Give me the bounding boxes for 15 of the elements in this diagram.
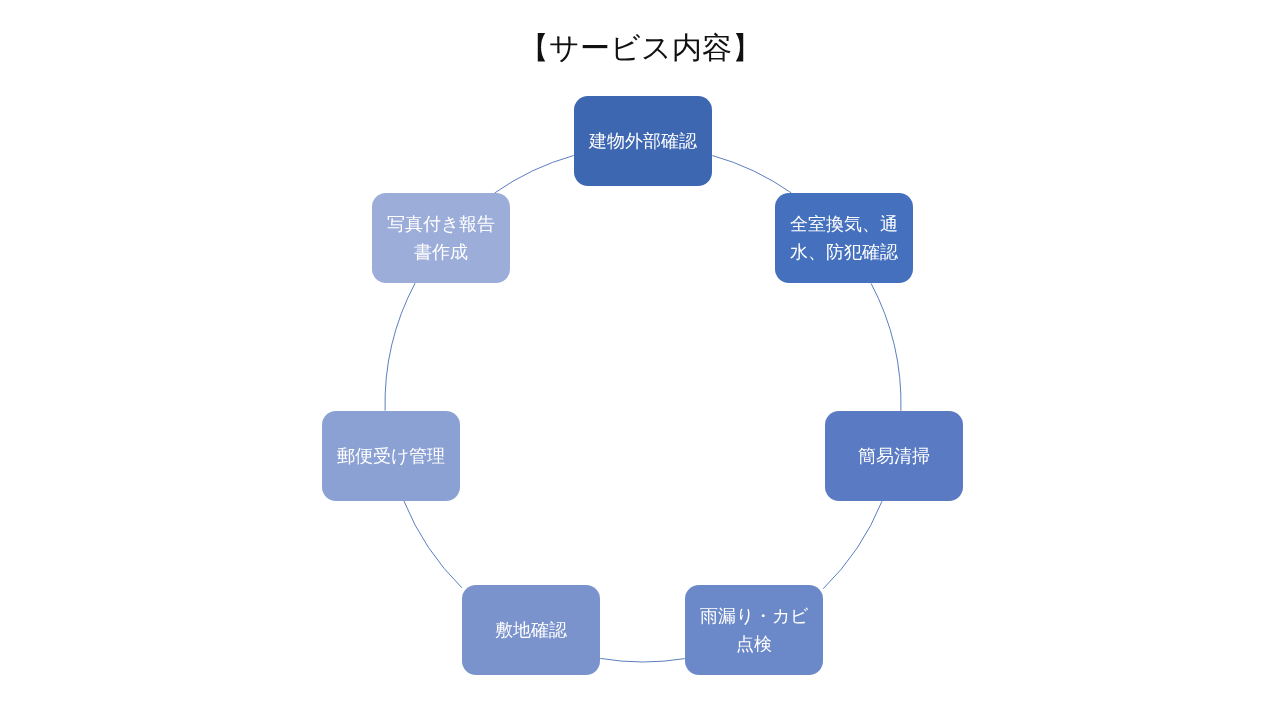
process-box: 郵便受け管理	[322, 411, 460, 501]
process-box: 簡易清掃	[825, 411, 963, 501]
connector-arc	[384, 282, 416, 412]
process-box: 雨漏り・カビ点検	[685, 585, 823, 675]
title: 【サービス内容】	[517, 29, 763, 67]
connector-arc	[599, 657, 686, 663]
process-box: 写真付き報告書作成	[372, 193, 510, 283]
process-box: 全室換気、通水、防犯確認	[775, 193, 913, 283]
connector-arc	[870, 282, 902, 412]
connector-arc	[711, 155, 792, 194]
process-box: 建物外部確認	[574, 96, 712, 186]
process-box: 敷地確認	[462, 585, 600, 675]
connector-arc	[822, 500, 883, 590]
connector-arc	[494, 155, 575, 194]
connector-arc	[403, 500, 463, 589]
